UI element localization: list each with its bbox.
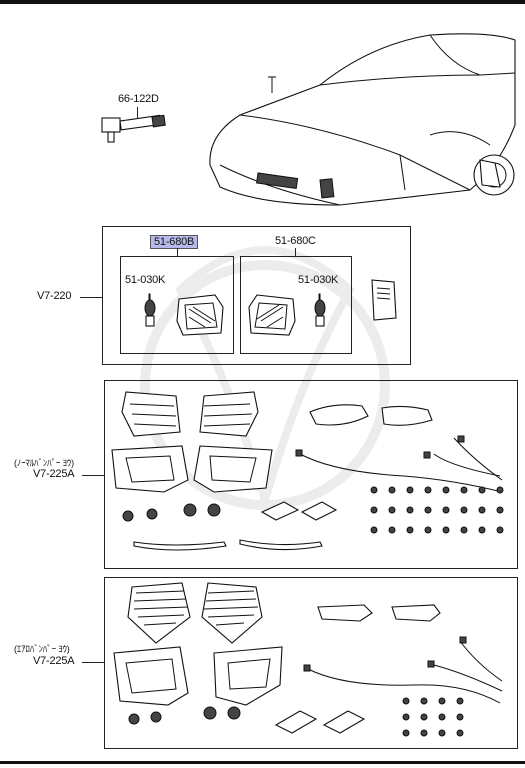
leader-51-680B [177,248,178,256]
instruction-booklet [371,279,397,321]
aero-kit-parts [113,582,503,737]
leader-51-680C [295,248,296,256]
combination-switch-illustration [101,114,166,143]
fog-lamp-right [248,294,296,336]
part-number-51-680C[interactable]: 51-680C [275,235,316,247]
leader-v7-220 [80,297,102,298]
leader-v7-225a-normal [82,475,104,476]
group-51-680C-box [240,256,352,354]
kit-v7-225a-normal-box [104,380,518,569]
kit-note-aero: (ｴｱﾛﾊﾞﾝﾊﾟｰ ﾖｳ) [14,644,70,654]
bottom-rule [0,761,525,764]
car-illustration [209,33,516,206]
kit-ref-v7-225a-aero[interactable]: V7-225A [33,655,75,667]
watermark-emblem [140,246,390,515]
bulb-number-right[interactable]: 51-030K [298,274,339,286]
part-number-51-680B[interactable]: 51-680B [150,235,199,249]
fog-lamp-left [176,294,224,336]
top-rule [0,0,525,4]
normal-kit-parts [111,391,504,551]
part-number-66-122D[interactable]: 66-122D [118,93,159,105]
kit-note-normal: (ﾉｰﾏﾙﾊﾞﾝﾊﾟｰ ﾖｳ) [14,458,74,468]
kit-v7-225a-aero-box [104,577,518,749]
group-51-680B-box [120,256,234,354]
leader-v7-225a-aero [82,662,104,663]
kit-ref-v7-220[interactable]: V7-220 [37,290,72,302]
leader-66-122D [137,107,138,121]
kit-v7-220-box [102,226,411,365]
kit-ref-v7-225a-normal[interactable]: V7-225A [33,468,75,480]
fog-lamp-bulb-left [144,293,156,327]
bulb-number-left[interactable]: 51-030K [125,274,166,286]
fog-lamp-bulb-right [314,293,326,327]
